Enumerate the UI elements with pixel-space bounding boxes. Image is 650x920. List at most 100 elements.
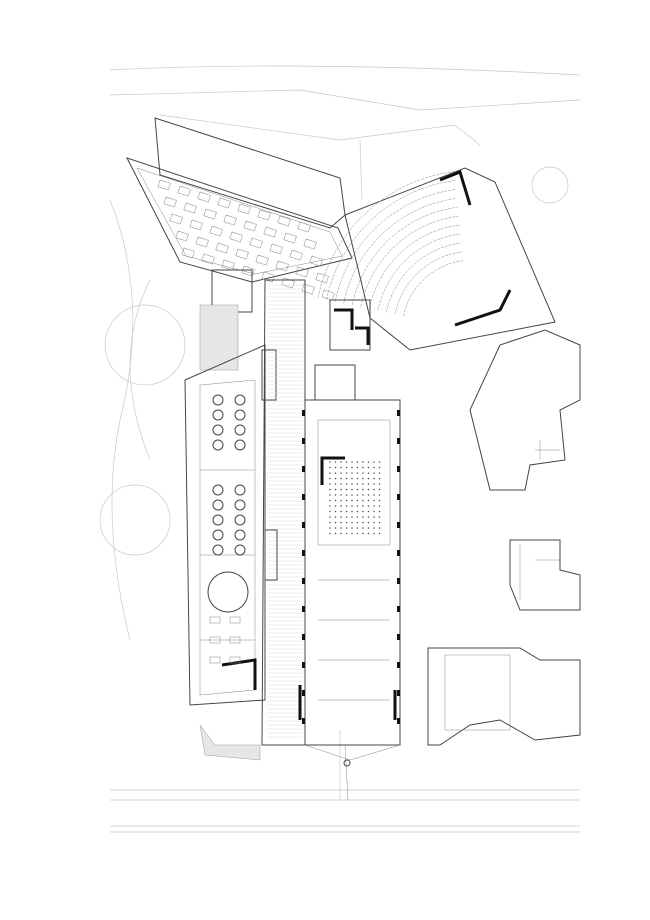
chair — [334, 483, 337, 485]
chair — [334, 466, 337, 469]
chair — [378, 499, 381, 502]
chair — [373, 505, 375, 507]
round-table — [212, 529, 224, 541]
desk — [157, 179, 171, 191]
round-table — [234, 439, 246, 451]
chair — [329, 521, 331, 524]
chair — [373, 499, 375, 502]
chair — [340, 505, 342, 507]
seat-row — [334, 189, 456, 302]
desk — [277, 215, 291, 227]
desk — [181, 247, 195, 259]
chair — [356, 499, 359, 502]
chair — [329, 461, 331, 463]
chair — [356, 477, 359, 480]
chair — [329, 510, 331, 513]
chair — [340, 510, 342, 513]
chair — [351, 527, 353, 529]
round-table — [234, 499, 246, 511]
chair — [367, 499, 370, 502]
chair — [378, 472, 381, 474]
chair — [378, 521, 381, 524]
desk — [169, 213, 183, 225]
chair — [345, 483, 348, 485]
chair — [334, 499, 337, 502]
main-building — [184, 279, 401, 746]
desk — [197, 191, 211, 203]
round-table — [234, 424, 246, 436]
core-and-stairs — [199, 269, 371, 401]
chair — [367, 527, 370, 529]
seat-row — [351, 206, 458, 306]
desk — [209, 225, 223, 237]
column — [397, 662, 400, 668]
chair — [334, 532, 337, 535]
chair — [362, 527, 364, 529]
round-table — [212, 514, 224, 526]
chair — [373, 532, 375, 535]
chair — [334, 488, 337, 491]
desk — [321, 289, 335, 301]
chair — [378, 505, 381, 507]
desk — [301, 283, 315, 295]
column — [397, 522, 400, 528]
desk — [283, 232, 297, 244]
chair — [351, 488, 353, 491]
chair — [362, 483, 364, 485]
table — [209, 616, 221, 624]
chair — [373, 516, 375, 518]
round-table — [212, 439, 224, 451]
desk — [221, 259, 235, 271]
desk — [217, 197, 231, 209]
desk — [269, 243, 283, 255]
desk — [275, 260, 289, 272]
column — [302, 550, 305, 556]
chair — [356, 494, 359, 496]
auditorium — [317, 167, 556, 351]
chair — [329, 494, 331, 496]
desk — [249, 237, 263, 249]
chair — [340, 488, 342, 491]
chair — [362, 516, 364, 518]
column — [302, 690, 305, 696]
chair — [378, 488, 381, 491]
desk — [243, 220, 257, 232]
chair — [367, 516, 370, 518]
chair — [378, 461, 381, 463]
chair — [367, 461, 370, 463]
chair — [334, 461, 337, 463]
chair — [367, 488, 370, 491]
chair — [362, 505, 364, 507]
chair — [334, 494, 337, 496]
column — [302, 466, 305, 472]
seat-row — [386, 242, 462, 313]
desk — [177, 185, 191, 197]
round-table — [234, 514, 246, 526]
chair — [362, 466, 364, 469]
chair — [345, 516, 348, 518]
column — [302, 718, 305, 724]
chair — [329, 499, 331, 502]
desk — [203, 208, 217, 220]
column — [302, 438, 305, 444]
round-table — [212, 544, 224, 556]
round-table — [212, 424, 224, 436]
column — [302, 662, 305, 668]
chair — [373, 461, 375, 463]
chair — [367, 494, 370, 496]
desk — [175, 230, 189, 242]
chair — [351, 510, 353, 513]
column — [302, 494, 305, 500]
chair — [345, 472, 348, 474]
column — [397, 466, 400, 472]
chair — [351, 472, 353, 474]
chair — [340, 477, 342, 480]
chair — [345, 527, 348, 529]
chair — [345, 494, 348, 496]
seat-row — [360, 215, 459, 308]
column — [302, 578, 305, 584]
chair — [334, 527, 337, 529]
chair — [367, 532, 370, 535]
chair — [367, 466, 370, 469]
desk — [295, 266, 309, 278]
